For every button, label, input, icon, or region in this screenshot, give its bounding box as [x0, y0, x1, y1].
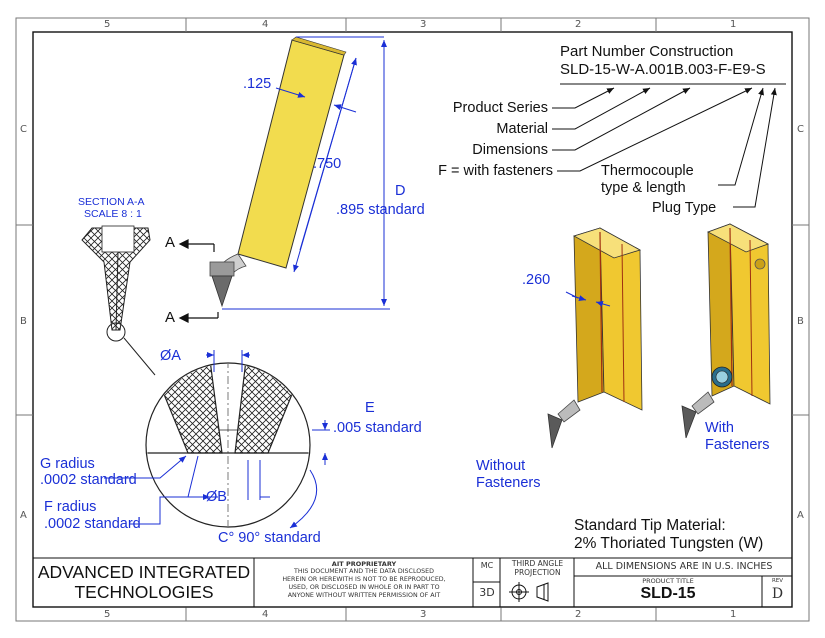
projection-line2: PROJECTION — [514, 568, 561, 577]
detail-dimension-lines — [104, 350, 330, 529]
projection-line1: THIRD ANGLE — [511, 559, 564, 568]
zone-right-b: B — [797, 316, 804, 327]
company-name-line1: ADVANCED INTEGRATED — [37, 562, 251, 582]
dim-E-standard: .005 standard — [333, 420, 422, 436]
zone-bottom-1: 1 — [730, 609, 737, 620]
dim-E-label: E — [365, 400, 375, 416]
dim-g-radius: G radius — [40, 456, 95, 472]
dim-f-radius: F radius — [44, 499, 97, 515]
zone-left-b: B — [20, 316, 27, 327]
section-cut-label-top: A — [165, 234, 176, 251]
rev-value: D — [771, 586, 784, 602]
label-with-1: With — [705, 420, 734, 436]
zone-top-5: 5 — [104, 19, 111, 30]
dim-g-standard: .0002 standard — [40, 472, 137, 488]
section-cut-label-bottom: A — [165, 309, 176, 326]
label-without-2: Fasteners — [476, 475, 541, 491]
zone-bottom-2: 2 — [575, 609, 582, 620]
zone-right-a: A — [797, 510, 804, 521]
product-title-label: PRODUCT TITLE — [642, 577, 694, 585]
units-note: ALL DIMENSIONS ARE IN U.S. INCHES — [595, 561, 773, 572]
zone-right-c: C — [797, 124, 804, 135]
dim-D-standard: .895 standard — [336, 202, 425, 218]
zone-bottom-4: 4 — [262, 609, 269, 620]
dim-f-standard: .0002 standard — [44, 516, 141, 532]
zone-bottom-3: 3 — [420, 609, 427, 620]
proprietary-line3: USED, OR DISCLOSED IN WHOLE OR IN PART T… — [288, 584, 440, 591]
dim-phi-a: ØA — [160, 348, 181, 364]
dim-angle: C° 90° standard — [218, 530, 321, 546]
view-with-fasteners — [681, 223, 771, 439]
zone-left-a: A — [20, 510, 27, 521]
zone-left-c: C — [20, 124, 27, 135]
proprietary-title: AIT PROPRIETARY — [331, 560, 397, 568]
zone-bottom-5: 5 — [104, 609, 111, 620]
scale-3d: 3D — [479, 586, 495, 599]
zone-top-4: 4 — [262, 19, 269, 30]
part-number-heading: Part Number Construction — [560, 43, 734, 60]
view-without-fasteners — [547, 227, 643, 449]
part-number-leaders — [552, 83, 786, 208]
callout-material: Material — [496, 121, 548, 137]
title-block-grid — [32, 557, 793, 608]
detail-circle — [145, 362, 311, 528]
zone-dividers — [16, 18, 809, 621]
dim-phi-b: ØB — [206, 489, 227, 505]
proprietary-line1: THIS DOCUMENT AND THE DATA DISCLOSED — [293, 568, 435, 575]
section-small-view — [81, 225, 156, 376]
callout-product-series: Product Series — [452, 100, 548, 116]
section-cut-markers — [178, 239, 219, 323]
callout-thermocouple-1: Thermocouple — [601, 163, 694, 179]
dim-width-260: .260 — [522, 272, 551, 288]
proprietary-line4: ANYONE WITHOUT WRITTEN PERMISSION OF AIT — [287, 592, 441, 599]
dim-thickness-125: .125 — [243, 76, 272, 92]
outer-border — [15, 17, 810, 622]
callout-thermocouple-2: type & length — [601, 180, 686, 196]
material-note-title: Standard Tip Material: — [574, 517, 726, 534]
zone-top-2: 2 — [575, 19, 582, 30]
label-with-2: Fasteners — [705, 437, 770, 453]
product-title: SLD-15 — [640, 585, 696, 602]
heater-dimension-lines — [222, 36, 390, 310]
part-number-code: SLD-15-W-A.001B.003-F-E9-S — [560, 61, 766, 78]
label-without-1: Without — [476, 458, 526, 474]
zone-top-3: 3 — [420, 19, 427, 30]
dim-length-750: .750 — [313, 156, 342, 172]
dim-D-label: D — [395, 183, 406, 199]
mc-label: MC — [480, 561, 494, 570]
zone-top-1: 1 — [730, 19, 737, 30]
rev-label: REV — [771, 578, 784, 584]
callout-plug-type: Plug Type — [652, 200, 717, 216]
callout-fasteners: F = with fasteners — [438, 163, 553, 179]
section-scale: SCALE 8 : 1 — [84, 208, 142, 220]
callout-dimensions: Dimensions — [472, 142, 548, 158]
company-name-line2: TECHNOLOGIES — [74, 582, 214, 602]
section-title: SECTION A-A — [78, 196, 145, 208]
heater-side-view — [209, 36, 347, 308]
material-note-value: 2% Thoriated Tungsten (W) — [574, 535, 764, 552]
proprietary-line2: HEREIN OR HEREWITH IS NOT TO BE REPRODUC… — [282, 576, 446, 583]
